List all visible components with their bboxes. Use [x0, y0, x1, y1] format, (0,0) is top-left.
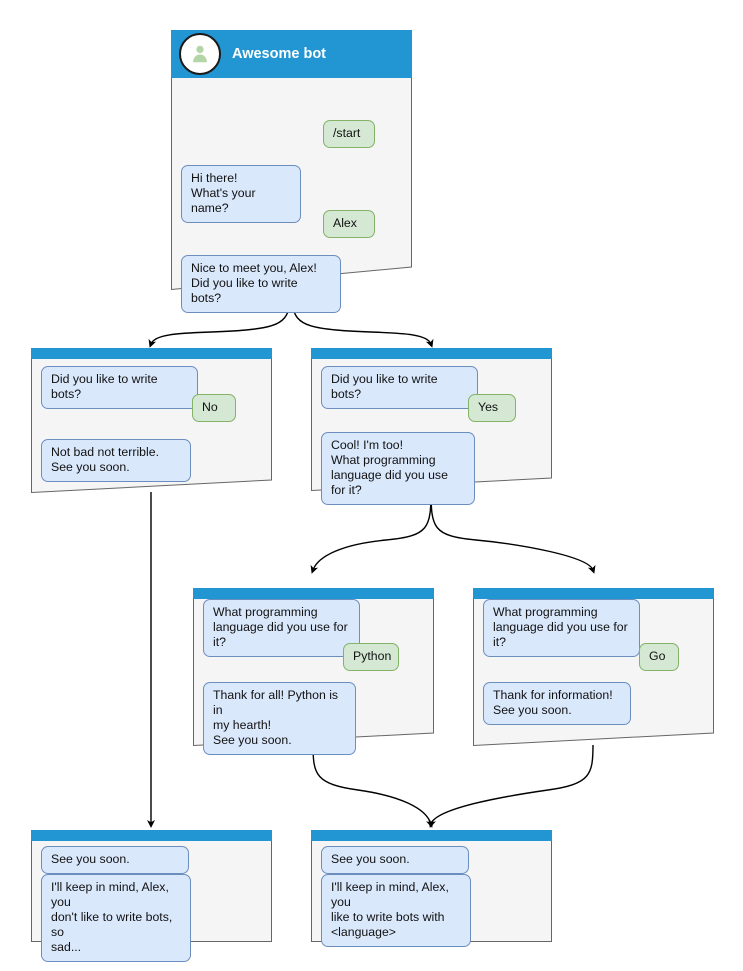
node-end-happy[interactable]: See you soon. I'll keep in mind, Alex, y…	[311, 830, 552, 947]
edge-python-to-end-happy	[312, 744, 434, 828]
message-bubble-user: Yes	[468, 394, 516, 422]
message-bubble-user: /start	[323, 120, 375, 148]
person-avatar-icon	[179, 33, 221, 75]
node-no-branch-titlebar	[31, 348, 272, 359]
message-bubble-bot: What programming language did you use fo…	[483, 599, 640, 657]
message-bubble-bot: I'll keep in mind, Alex, you don't like …	[41, 874, 191, 962]
message-bubble-user: Go	[639, 643, 679, 671]
node-go-branch-titlebar	[473, 588, 714, 599]
node-no-branch[interactable]: Did you like to write bots? No Not bad n…	[31, 348, 272, 493]
node-root[interactable]: Awesome bot /start Hi there! What's your…	[171, 30, 412, 313]
message-bubble-bot: See you soon.	[41, 846, 189, 874]
message-bubble-bot: Cool! I'm too! What programming language…	[321, 432, 475, 505]
message-bubble-bot: See you soon.	[321, 846, 469, 874]
message-bubble-user: No	[192, 394, 236, 422]
node-yes-branch-titlebar	[311, 348, 552, 359]
message-bubble-bot: Not bad not terrible. See you soon.	[41, 439, 191, 482]
edge-go-to-end-happy	[428, 744, 594, 828]
message-bubble-bot: What programming language did you use fo…	[203, 599, 360, 657]
node-python-branch-titlebar	[193, 588, 434, 599]
node-end-sad[interactable]: See you soon. I'll keep in mind, Alex, y…	[31, 830, 272, 962]
message-bubble-user: Python	[343, 643, 399, 671]
message-bubble-bot: Thank for information! See you soon.	[483, 682, 631, 725]
message-bubble-bot: Hi there! What's your name?	[181, 165, 301, 223]
message-bubble-user: Alex	[323, 210, 375, 238]
node-root-title: Awesome bot	[232, 46, 327, 62]
node-end-happy-titlebar	[311, 830, 552, 841]
message-bubble-bot: I'll keep in mind, Alex, you like to wri…	[321, 874, 471, 947]
message-bubble-bot: Did you like to write bots?	[41, 366, 198, 409]
node-python-branch[interactable]: What programming language did you use fo…	[193, 588, 434, 755]
node-root-titlebar: Awesome bot	[171, 30, 412, 78]
node-go-branch[interactable]: What programming language did you use fo…	[473, 588, 714, 746]
message-bubble-bot: Nice to meet you, Alex! Did you like to …	[181, 255, 341, 313]
node-yes-branch[interactable]: Did you like to write bots? Yes Cool! I'…	[311, 348, 552, 505]
message-bubble-bot: Did you like to write bots?	[321, 366, 478, 409]
message-bubble-bot: Thank for all! Python is in my hearth! S…	[203, 682, 356, 755]
node-end-sad-titlebar	[31, 830, 272, 841]
